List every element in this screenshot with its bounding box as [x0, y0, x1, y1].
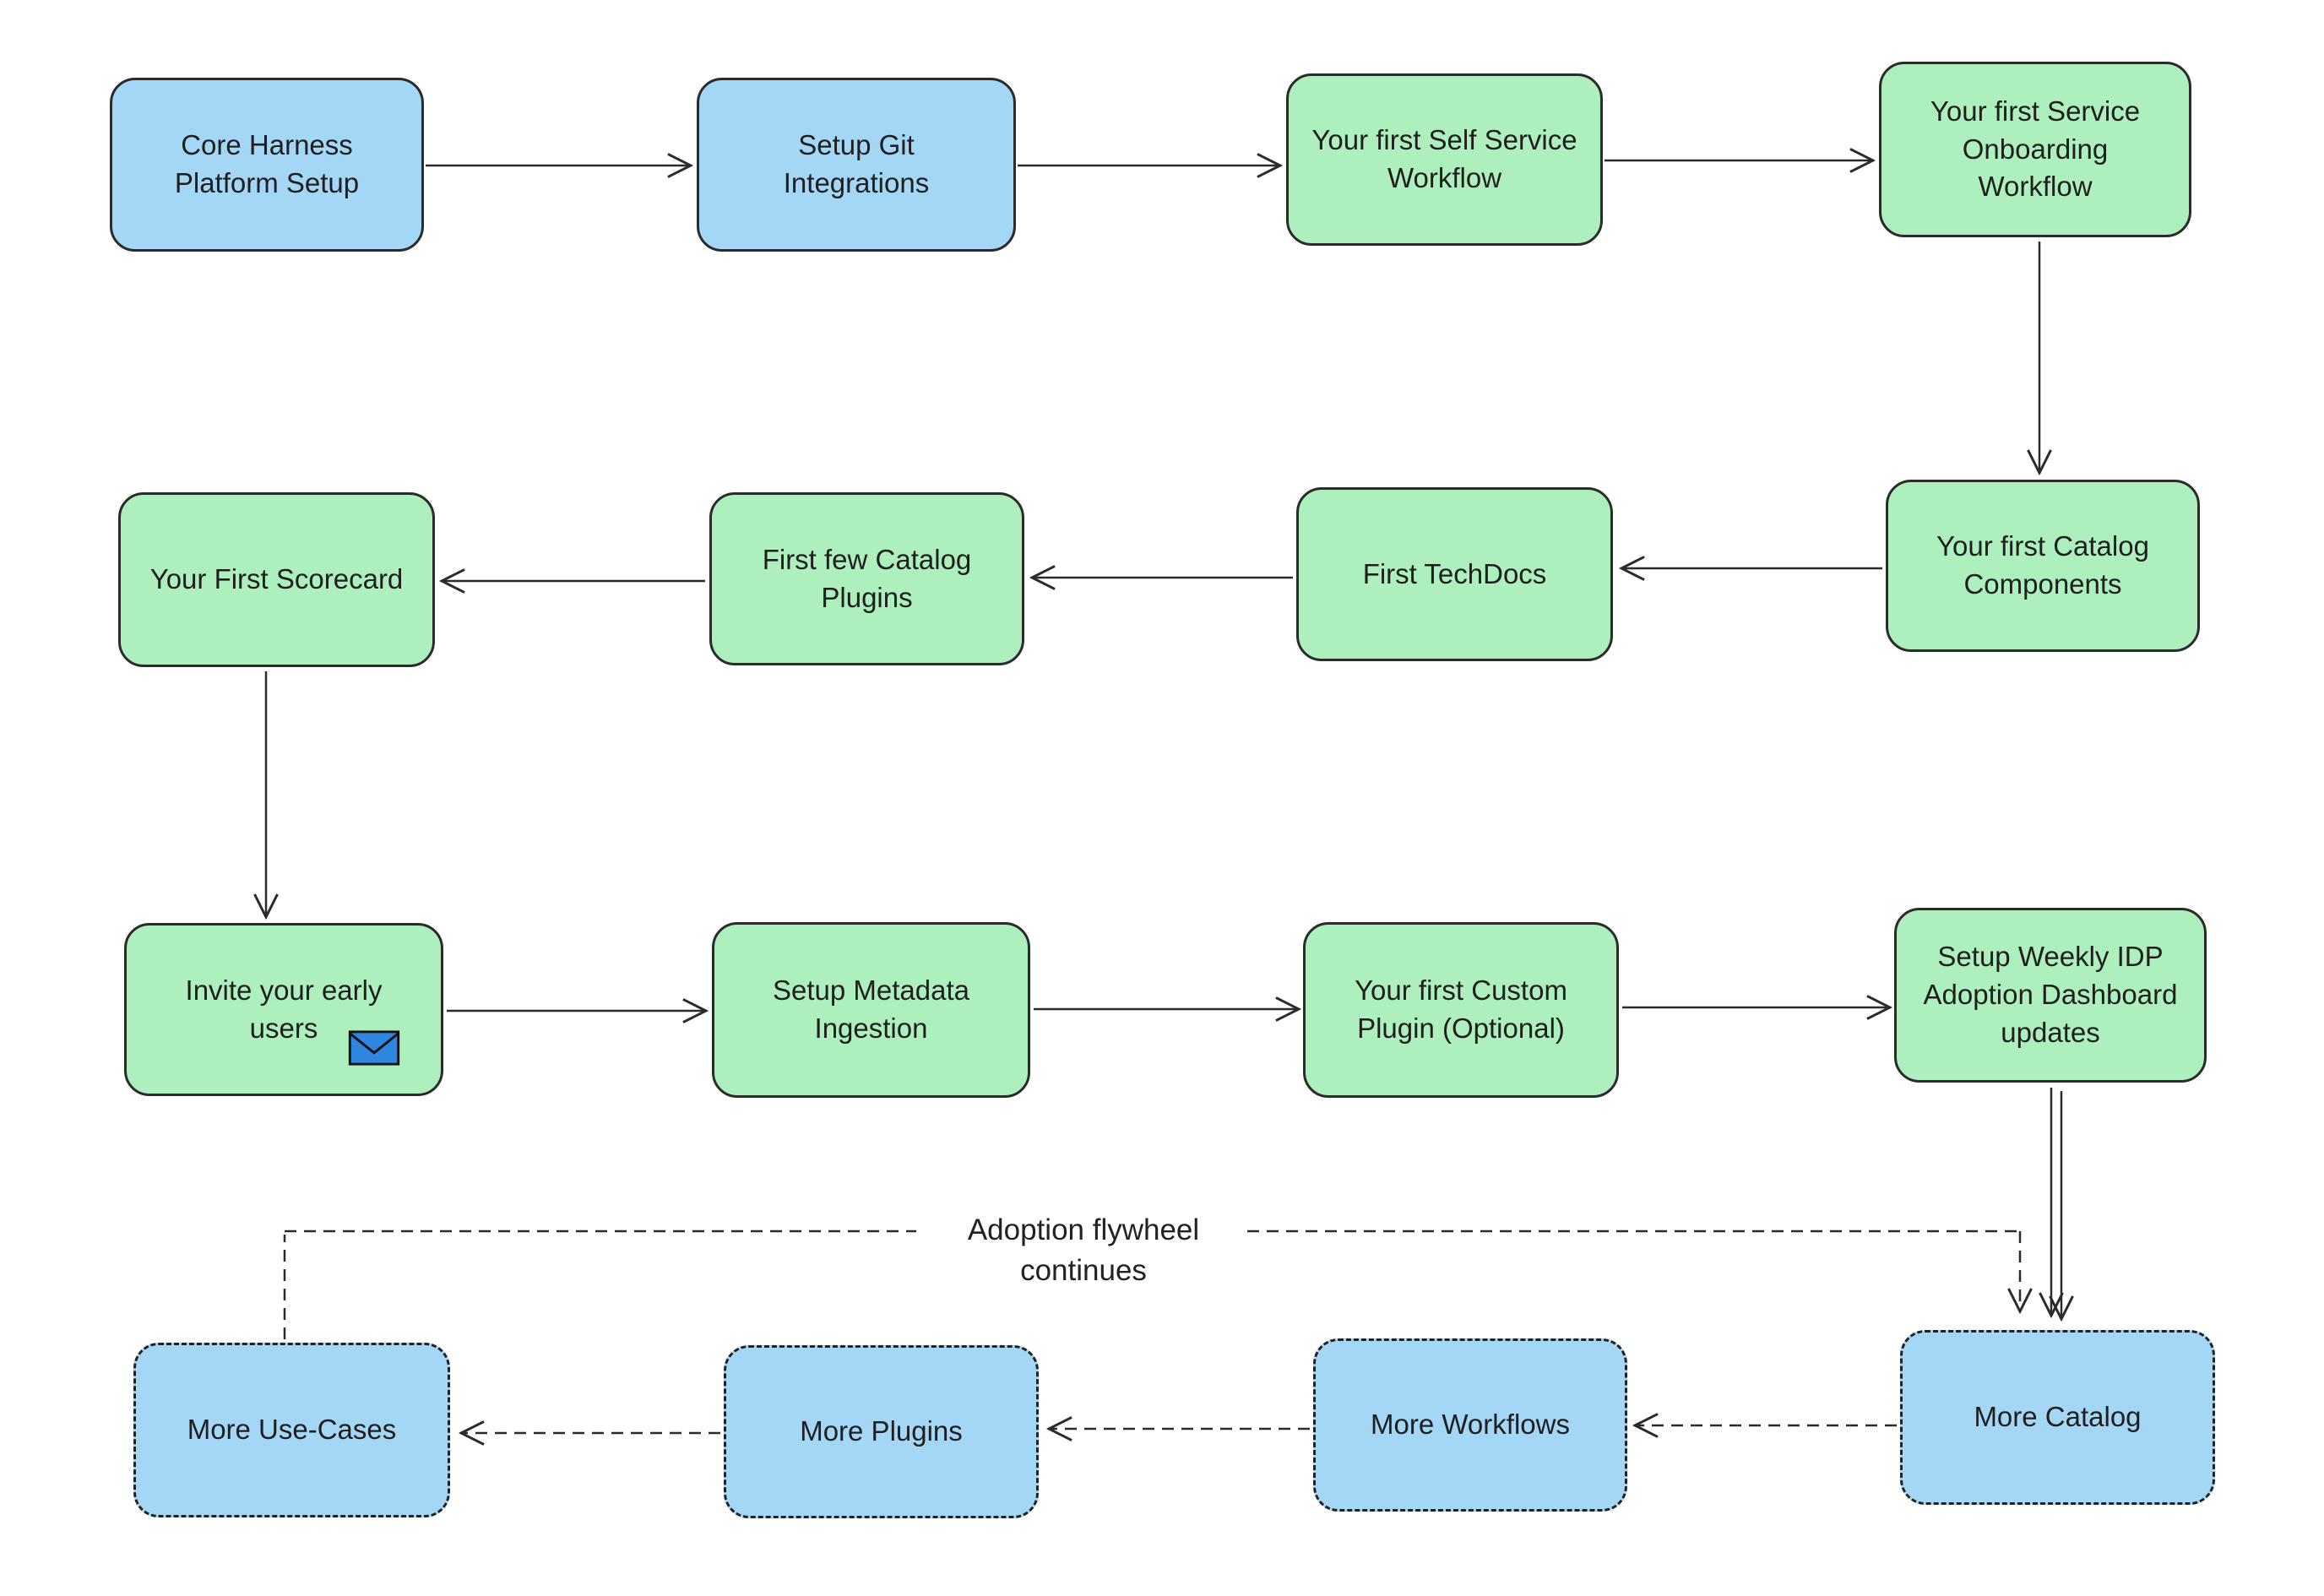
- node-label: Setup Weekly IDP Adoption Dashboard upda…: [1923, 941, 2178, 1048]
- node-label: Your first Service Onboarding Workflow: [1930, 95, 2141, 203]
- node-invite-early-users[interactable]: Invite your early users: [124, 923, 443, 1096]
- envelope-icon: [348, 1030, 400, 1066]
- node-first-few-catalog-plugins[interactable]: First few Catalog Plugins: [709, 492, 1024, 665]
- node-label: Your first Custom Plugin (Optional): [1355, 974, 1567, 1044]
- node-label: Core Harness Platform Setup: [174, 129, 360, 198]
- node-label: Setup Metadata Ingestion: [773, 974, 969, 1044]
- node-label: More Use-Cases: [187, 1414, 397, 1446]
- node-label: More Workflows: [1371, 1409, 1570, 1441]
- node-label: First TechDocs: [1362, 557, 1547, 589]
- flywheel-loop-label: Adoption flywheel continues: [967, 1213, 1200, 1287]
- node-label: First few Catalog Plugins: [762, 543, 972, 613]
- node-weekly-idp-adoption-dashboard[interactable]: Setup Weekly IDP Adoption Dashboard upda…: [1894, 908, 2207, 1083]
- node-label: Your First Scorecard: [149, 563, 404, 595]
- node-more-use-cases[interactable]: More Use-Cases: [133, 1343, 450, 1517]
- node-first-techdocs[interactable]: First TechDocs: [1296, 487, 1613, 661]
- node-setup-git-integrations[interactable]: Setup Git Integrations: [697, 78, 1016, 252]
- node-setup-metadata-ingestion[interactable]: Setup Metadata Ingestion: [712, 922, 1030, 1098]
- node-label: Invite your early users: [185, 974, 383, 1044]
- node-first-scorecard[interactable]: Your First Scorecard: [118, 492, 435, 667]
- node-label: More Plugins: [800, 1415, 963, 1447]
- node-core-harness-platform-setup[interactable]: Core Harness Platform Setup: [110, 78, 424, 252]
- node-more-workflows[interactable]: More Workflows: [1313, 1338, 1627, 1512]
- node-more-plugins[interactable]: More Plugins: [724, 1345, 1039, 1518]
- node-first-self-service-workflow[interactable]: Your first Self Service Workflow: [1286, 73, 1603, 246]
- node-first-service-onboarding-workflow[interactable]: Your first Service Onboarding Workflow: [1879, 62, 2191, 237]
- node-label: Your first Self Service Workflow: [1311, 124, 1577, 193]
- node-label: Your first Catalog Components: [1936, 530, 2149, 600]
- node-first-catalog-components[interactable]: Your first Catalog Components: [1886, 480, 2200, 652]
- node-label: Setup Git Integrations: [783, 129, 930, 198]
- node-more-catalog[interactable]: More Catalog: [1900, 1330, 2215, 1505]
- node-label: More Catalog: [1974, 1401, 2142, 1433]
- node-first-custom-plugin[interactable]: Your first Custom Plugin (Optional): [1303, 922, 1619, 1098]
